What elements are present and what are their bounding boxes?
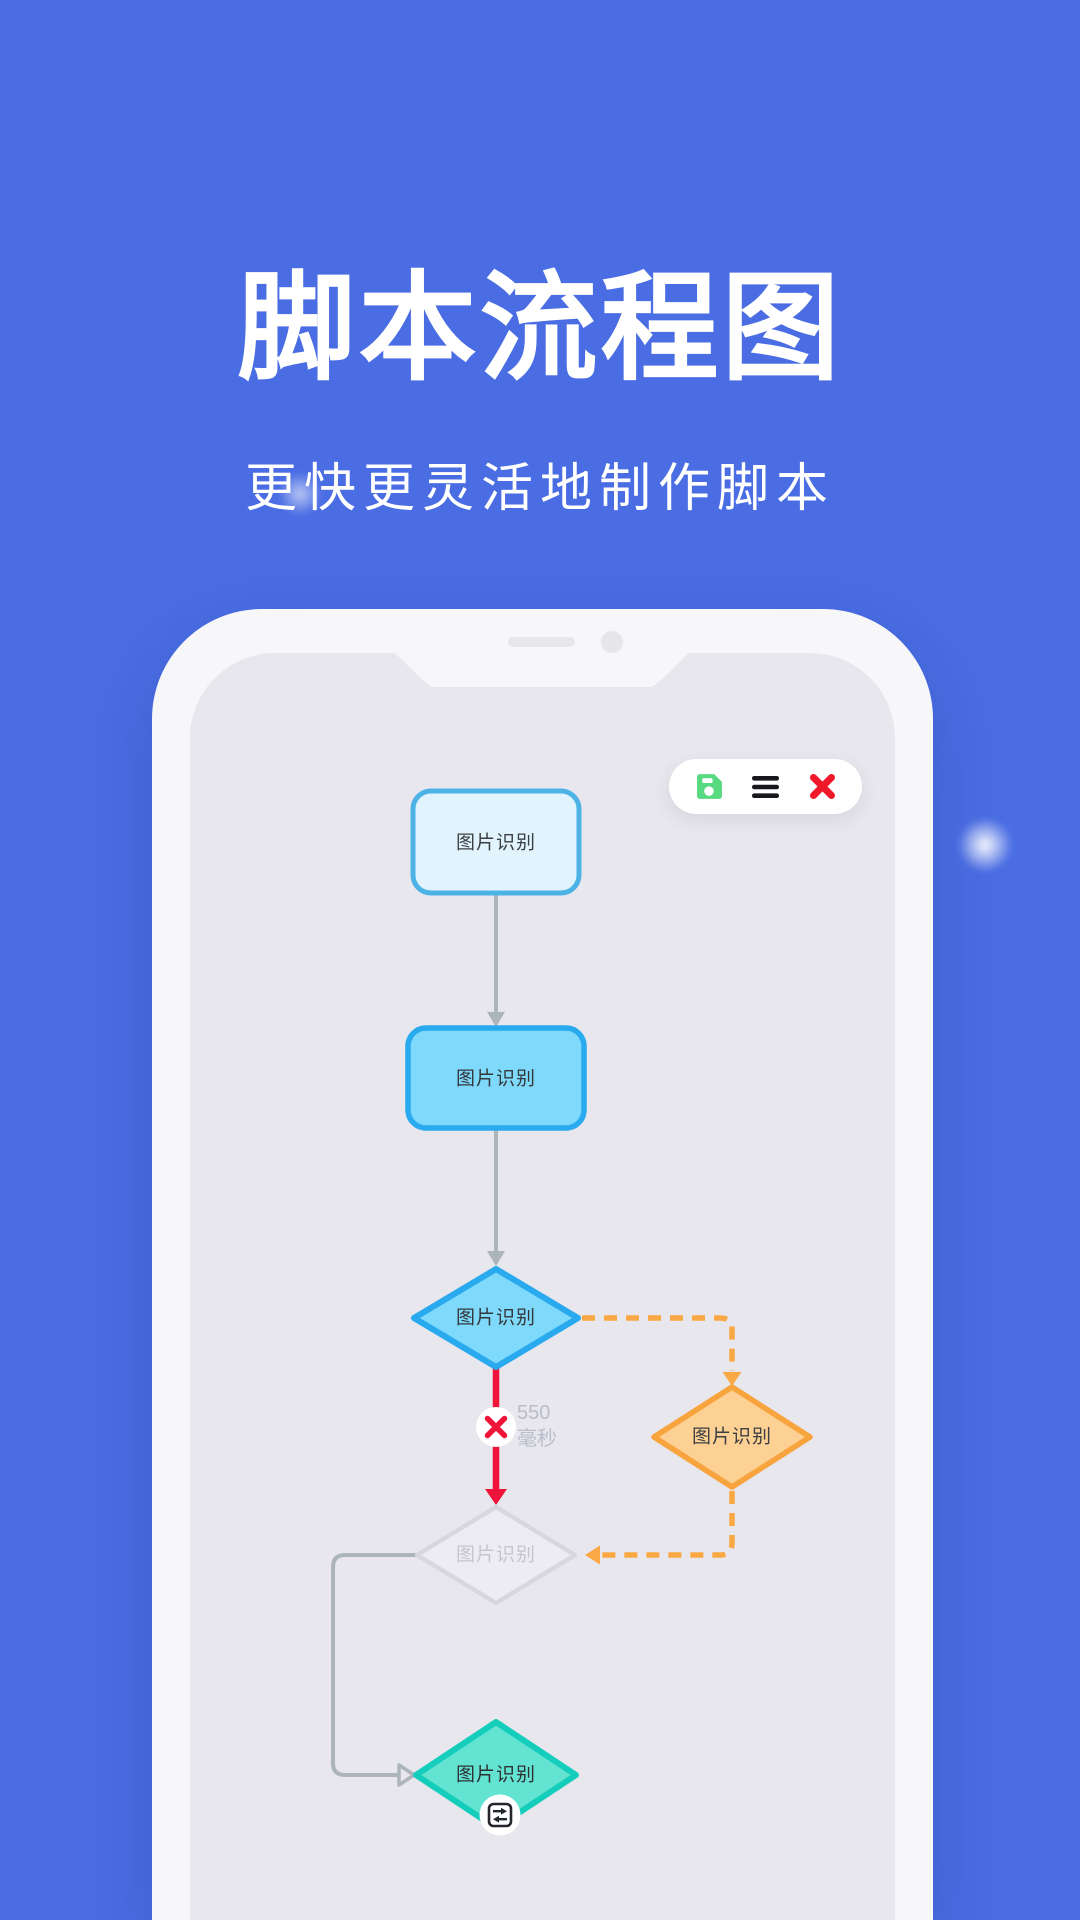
flowchart-canvas: 图片识别 图片识别 图片识别 550 毫秒 图片识别 [331, 788, 813, 1836]
sparkle-dot-right [957, 817, 1013, 873]
menu-icon [752, 775, 779, 798]
edge-start-step2 [487, 893, 505, 1027]
node-step2-label: 图片识别 [456, 1068, 536, 1090]
phone-screen: 图片识别 图片识别 图片识别 550 毫秒 图片识别 [190, 653, 895, 1920]
edge-step2-decision1 [487, 1128, 505, 1266]
close-button[interactable] [806, 771, 838, 803]
cross-icon [484, 1415, 508, 1439]
sliders-icon [487, 1802, 513, 1828]
edge-decision1-branch-dashed [582, 1315, 742, 1386]
node-decision2-label: 图片识别 [456, 1544, 536, 1566]
phone-mockup: 图片识别 图片识别 图片识别 550 毫秒 图片识别 [152, 609, 933, 1920]
node-decision2[interactable]: 图片识别 [414, 1504, 578, 1606]
delay-unit: 毫秒 [517, 1427, 557, 1450]
node-end-label: 图片识别 [456, 1764, 536, 1786]
save-button[interactable] [693, 771, 725, 803]
save-icon [696, 774, 722, 799]
delay-badge[interactable]: 550 毫秒 [476, 1402, 557, 1450]
close-icon [809, 774, 835, 799]
node-branch[interactable]: 图片识别 [651, 1384, 813, 1490]
delay-value: 550 [517, 1402, 550, 1424]
node-start[interactable]: 图片识别 [410, 788, 582, 896]
page-subtitle: 更快更灵活地制作脚本 [244, 460, 835, 518]
edge-branch-decision2-dashed [585, 1491, 735, 1565]
node-end[interactable]: 图片识别 [413, 1719, 579, 1831]
phone-camera [601, 631, 623, 653]
node-decision1[interactable]: 图片识别 [411, 1266, 581, 1370]
node-branch-label: 图片识别 [692, 1426, 772, 1448]
node-start-label: 图片识别 [456, 832, 536, 854]
edge-decision2-end [331, 1553, 416, 1787]
page-title: 脚本流程图 [237, 263, 843, 395]
node-decision1-label: 图片识别 [456, 1307, 536, 1329]
node-settings-badge[interactable] [479, 1794, 521, 1836]
flow-toolbar [669, 759, 862, 814]
menu-button[interactable] [750, 771, 782, 803]
node-step2[interactable]: 图片识别 [405, 1025, 587, 1131]
phone-notch [395, 653, 689, 687]
phone-speaker [508, 637, 575, 647]
